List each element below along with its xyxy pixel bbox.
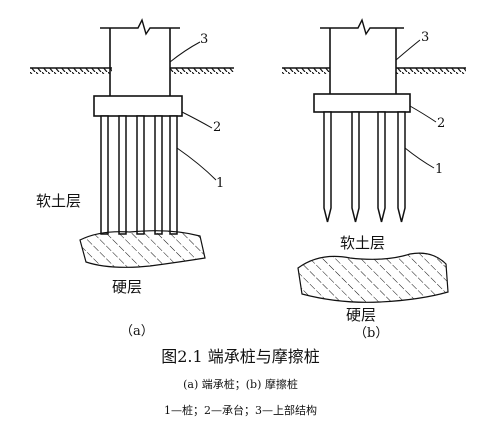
superstructure-a [100,18,180,96]
label-3-a: 3 [200,32,209,47]
leader-lines-b [395,39,437,169]
ground-surface-a [30,67,234,74]
piles-b [323,111,406,223]
figure-caption-line-2: 1—桩；2—承台；3—上部结构 [164,404,317,417]
pile [100,115,109,235]
diagram-a [30,18,234,268]
soft-soil-label-b: 软土层 [340,234,386,252]
label-1-a: 1 [216,176,225,191]
sublabel-b: （b） [354,326,389,341]
label-3-b: 3 [421,30,430,45]
pile [351,111,360,223]
pile [397,111,406,223]
pile [136,115,145,235]
figure-caption-line-1: (a) 端承桩；(b) 摩擦桩 [183,378,298,391]
pile [154,115,163,235]
pile-cap-b [313,93,411,113]
pile [323,111,332,223]
ground-surface-b [282,67,466,74]
label-2-a: 2 [213,120,222,135]
leader-lines-a [169,41,217,181]
pile [169,115,178,235]
label-1-b: 1 [435,162,444,177]
pile-cap-a [93,95,183,117]
label-2-b: 2 [437,116,446,131]
hard-soil-label-b: 硬层 [346,306,377,324]
hard-soil-label-a: 硬层 [112,278,143,296]
pile [377,111,386,223]
figure-title: 图2.1 端承桩与摩擦桩 [161,347,320,366]
sublabel-a: （a） [120,324,154,339]
pile [118,115,127,235]
hard-layer-a [79,230,206,268]
piles-a [100,115,178,235]
soft-soil-label-a: 软土层 [36,192,82,210]
diagram-b [282,18,466,303]
superstructure-b [320,18,404,94]
hard-layer-b [297,252,449,303]
